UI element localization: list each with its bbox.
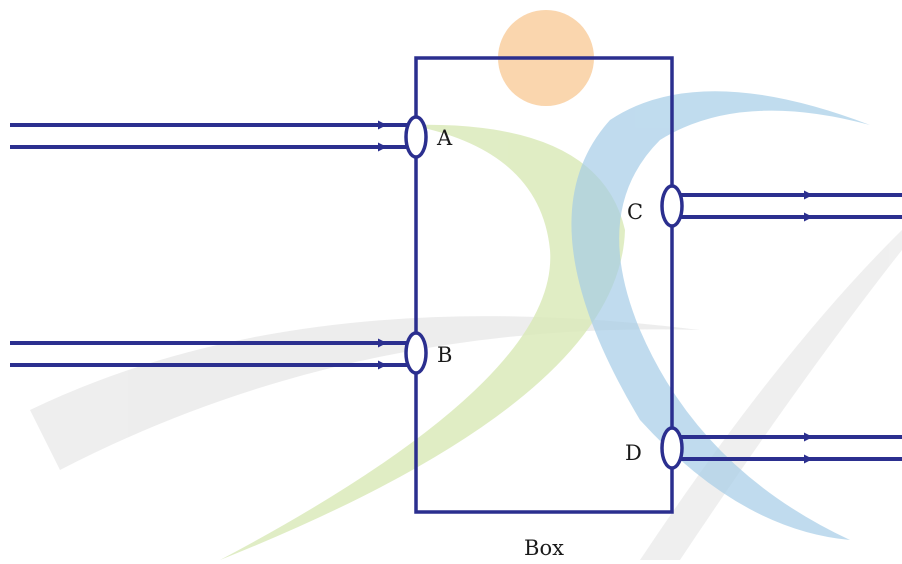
input-lines-a [10,120,408,152]
box-caption: Box [524,536,564,560]
output-lines-d [680,432,902,464]
port-c-ellipse [660,184,684,228]
port-a-label: A [436,126,453,150]
port-a-ellipse [404,115,428,159]
box-outline [414,56,674,514]
watermark-blue-crescent [571,91,870,540]
watermark-logo [30,10,902,561]
port-c-label: C [627,200,643,224]
port-b-label: B [437,343,452,367]
port-d-ellipse [660,426,684,470]
port-d-label: D [625,441,642,465]
input-lines-b [10,338,408,370]
port-b-ellipse [404,331,428,375]
output-lines-c [680,190,902,222]
watermark-gray-swoosh [30,316,700,470]
